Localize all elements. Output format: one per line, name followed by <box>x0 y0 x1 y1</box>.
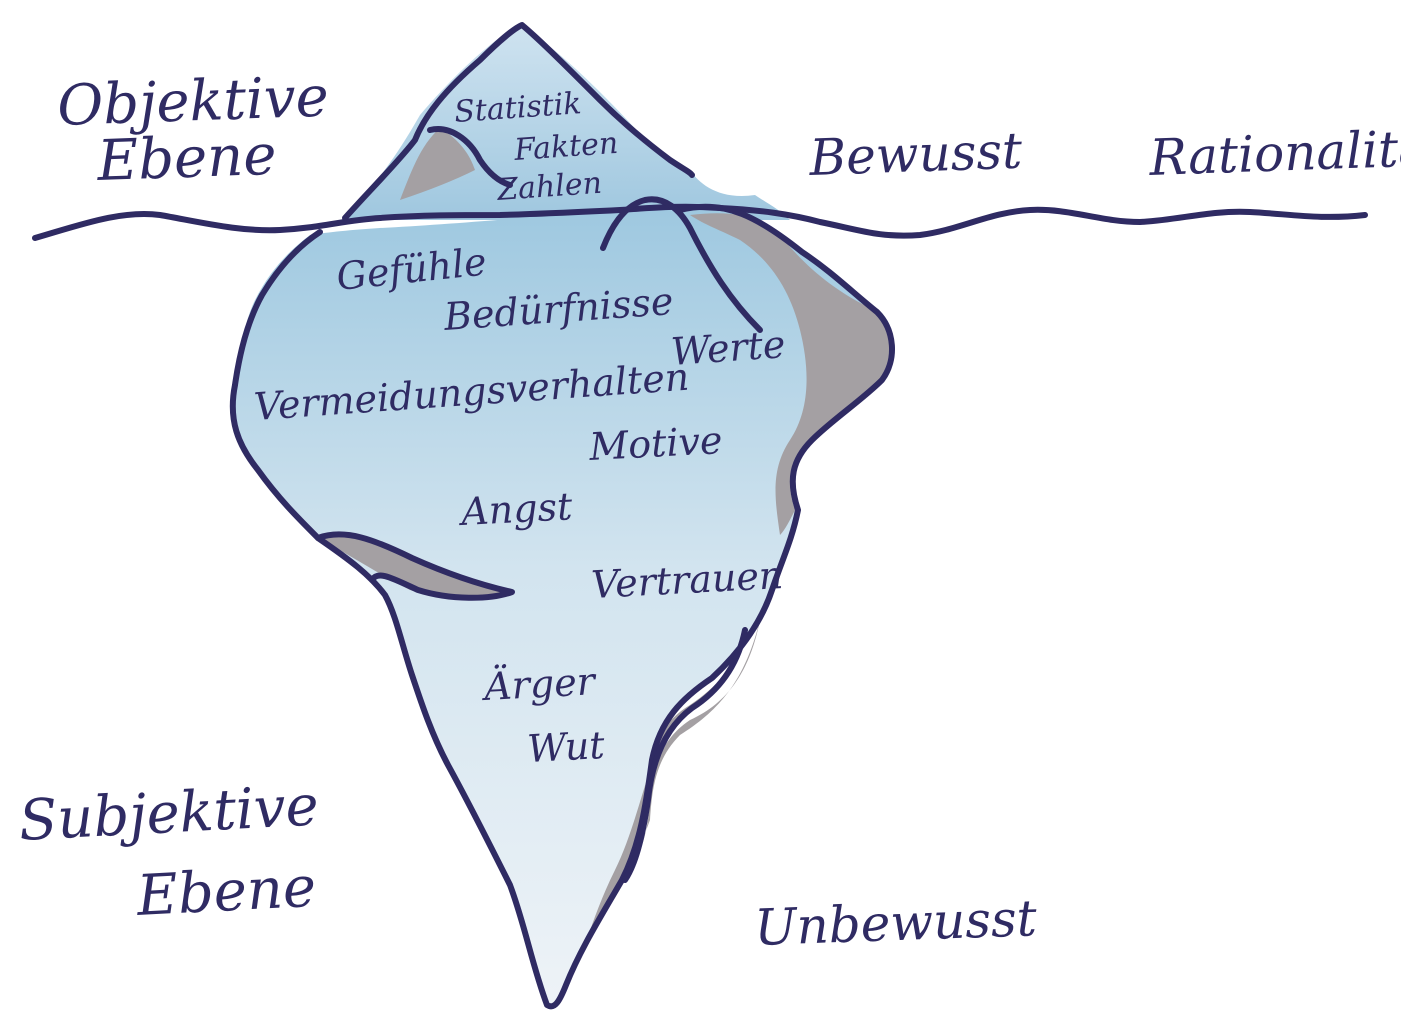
word-motive: Motive <box>587 418 723 469</box>
label-subjective-level-line2: Ebene <box>134 855 317 929</box>
label-subjective-level-line1: Subjektive <box>17 773 320 854</box>
word-zahlen: Zahlen <box>495 166 603 208</box>
label-objective-level-line2: Ebene <box>95 123 277 194</box>
word-angst: Angst <box>457 484 574 534</box>
label-rationality: Rationalität <box>1147 119 1401 187</box>
label-unconscious: Unbewusst <box>753 889 1038 957</box>
word-wut: Wut <box>526 723 606 771</box>
word-fakten: Fakten <box>512 126 619 168</box>
label-conscious: Bewusst <box>807 122 1024 187</box>
word-aerger: Ärger <box>480 659 599 709</box>
